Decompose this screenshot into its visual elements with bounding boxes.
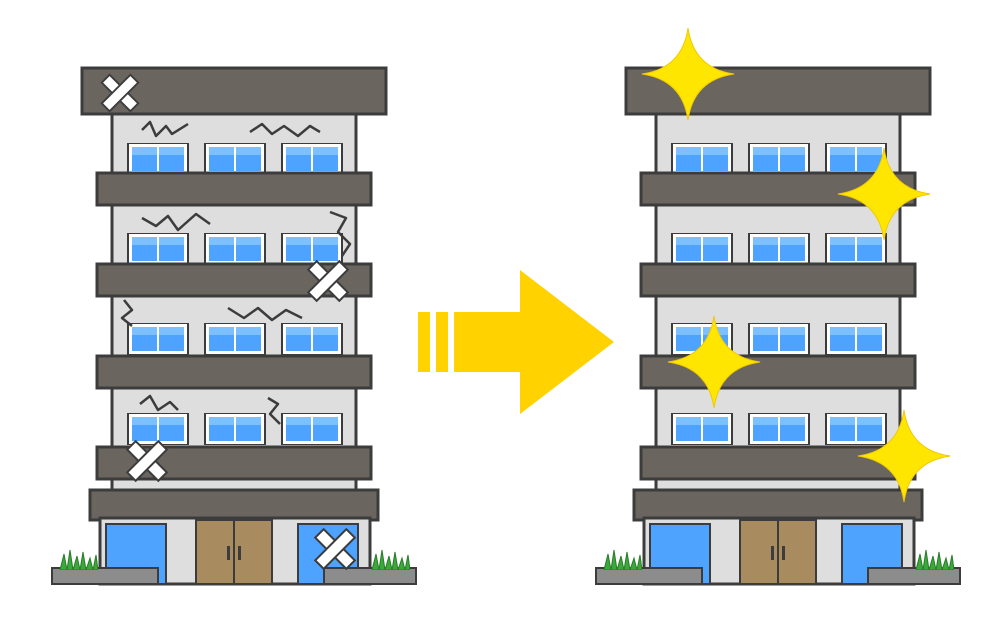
entrance-door bbox=[195, 519, 273, 585]
ground-slab bbox=[595, 567, 703, 585]
grass-icon bbox=[59, 549, 98, 570]
ground-slab bbox=[323, 567, 417, 585]
ground-floor-cap bbox=[88, 488, 380, 522]
balcony-slab bbox=[95, 171, 373, 207]
building-after bbox=[595, 27, 961, 586]
building-before bbox=[51, 66, 417, 586]
ground-slab bbox=[51, 567, 159, 585]
arrow-right-icon bbox=[418, 270, 614, 414]
window-row bbox=[127, 233, 343, 265]
window-row bbox=[127, 413, 343, 445]
crack-icon bbox=[120, 120, 352, 425]
entrance-door bbox=[739, 519, 817, 585]
grass-icon bbox=[603, 549, 642, 570]
balcony-slab bbox=[95, 354, 373, 390]
window-row bbox=[671, 233, 887, 265]
balcony-slab bbox=[639, 445, 917, 481]
ground-slab bbox=[867, 567, 961, 585]
window-row bbox=[127, 323, 343, 355]
window-row bbox=[671, 413, 887, 445]
ground-floor-cap bbox=[632, 488, 924, 522]
grass-icon bbox=[371, 549, 410, 570]
window-row bbox=[127, 143, 343, 175]
balcony-slab bbox=[639, 262, 917, 298]
grass-icon bbox=[915, 549, 954, 570]
window-row bbox=[671, 143, 887, 175]
